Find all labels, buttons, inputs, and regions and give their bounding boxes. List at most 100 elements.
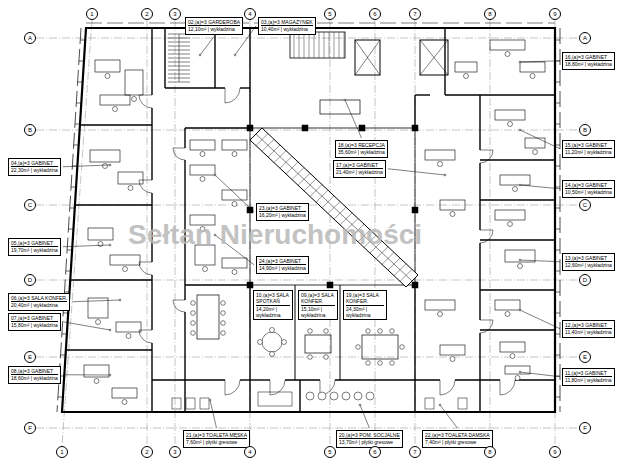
chair <box>366 329 371 334</box>
room-area: 20,40m² | wykładzina <box>11 301 67 308</box>
sink-symbol <box>354 392 362 400</box>
desk <box>190 165 215 175</box>
leader-line <box>63 322 110 330</box>
room-area: 15,10m² | wykładzina <box>301 305 335 319</box>
window-mullion <box>70 208 75 209</box>
grid-axis-label: F <box>583 425 587 431</box>
desk <box>505 250 535 262</box>
grid-axis-label: 5 <box>328 449 331 455</box>
elevator-shaft <box>355 40 380 75</box>
outer-wall <box>62 28 555 412</box>
grid-bubble: 1 <box>86 8 98 20</box>
chair <box>126 334 131 339</box>
desk <box>425 300 455 310</box>
room-area: 11,40m² | wykładzina <box>565 328 612 335</box>
leader-dot <box>519 129 521 131</box>
window-mullion <box>555 397 560 398</box>
window-mullion <box>555 334 560 335</box>
chair <box>378 329 383 334</box>
chair <box>438 312 443 317</box>
room-label: 10,(a)=3 SALA SPOTKAŃ14,20m² | wykładzin… <box>253 290 293 320</box>
grid-axis-label: 6 <box>373 449 376 455</box>
grid-axis-label: C <box>28 202 32 208</box>
chair <box>513 187 518 192</box>
room-label: 09,(a)=3 SALA KONFER.15,10m² | wykładzin… <box>298 290 338 320</box>
chair <box>438 162 443 167</box>
chair <box>464 74 469 79</box>
chair <box>221 331 226 336</box>
leader-dot <box>519 371 521 373</box>
partition-wall <box>414 285 415 412</box>
grid-bubble: B <box>24 124 36 136</box>
grid-line <box>62 20 92 446</box>
door-swing <box>480 320 493 333</box>
watermark: Sełtan Nieruchomości <box>128 220 422 251</box>
desk <box>90 150 120 162</box>
partition-wall <box>164 28 165 88</box>
grid-line <box>36 428 579 429</box>
partition-wall <box>151 343 152 412</box>
room-area: 24,30m² | wykładzina <box>346 305 384 319</box>
partition-wall <box>184 312 185 412</box>
elevator-shaft <box>420 40 448 75</box>
chair <box>518 264 523 269</box>
desk <box>222 140 247 150</box>
leader-dot <box>199 54 201 56</box>
room-area: 13,70m² | płytki gresowe <box>339 438 400 445</box>
chair <box>450 357 455 362</box>
stair-step <box>294 32 295 58</box>
room-label: 15,(a)=3 GABINET11,20m² | wykładzina <box>562 140 615 158</box>
grid-axis-label: D <box>583 277 587 283</box>
grid-axis-label: 3 <box>173 11 176 17</box>
desk <box>495 300 520 310</box>
sink-symbol <box>306 392 314 400</box>
window-line <box>57 28 81 412</box>
chair <box>221 301 226 306</box>
room-label: 21,(a)=3 TOALETA MĘSKA7,60m² | płytki gr… <box>183 430 250 448</box>
room-label: 19,(a)=3 SALA KONFER.24,30m² | wykładzin… <box>343 290 387 320</box>
door-swing <box>225 380 240 395</box>
grid-axis-label: F <box>28 425 32 431</box>
leader-dot <box>119 299 121 301</box>
room-area: 7,40m² | płytki gresowe <box>425 438 490 445</box>
partition-wall <box>340 285 341 380</box>
window-mullion <box>62 334 67 335</box>
chair <box>132 97 137 102</box>
leader-line <box>388 169 445 175</box>
leader-line <box>520 310 560 329</box>
leader-line <box>520 260 560 262</box>
window-mullion <box>555 355 560 356</box>
room-label: 22,(a)=3 TOALETA DAMSKA7,40m² | płytki g… <box>422 430 493 448</box>
partition-wall <box>414 95 415 128</box>
grid-bubble: 8 <box>484 8 496 20</box>
window-mullion <box>79 61 84 62</box>
grid-axis-label: 1 <box>90 11 93 17</box>
chair <box>270 328 275 333</box>
leader-dot <box>519 61 521 63</box>
grid-axis-label: E <box>583 354 587 360</box>
chair <box>203 267 208 272</box>
door-swing <box>173 300 185 312</box>
window-line <box>560 28 561 412</box>
desk <box>125 70 143 95</box>
grid-bubble: 3 <box>169 8 181 20</box>
grid-bubble: 8 <box>484 446 496 458</box>
room-label: 06,(a)=3 SALA KONFER.20,40m² | wykładzin… <box>8 293 70 311</box>
main-stair <box>250 128 418 287</box>
structural-column <box>302 125 308 131</box>
room-area: 18,80m² | wykładzina <box>565 60 612 67</box>
sink-symbol <box>342 392 350 400</box>
chair <box>515 376 520 381</box>
grid-axis-label: 7 <box>413 449 416 455</box>
grid-axis-label: 2 <box>145 449 148 455</box>
desk <box>222 258 247 268</box>
partition-wall <box>480 329 555 330</box>
grid-bubble: D <box>579 274 591 286</box>
room-label: 24,(a)=3 GABINET14,90m² | wykładzina <box>256 256 309 274</box>
room-name: 10,(a)=3 SALA SPOTKAŃ <box>256 292 290 305</box>
desk <box>222 190 247 200</box>
reception-desk <box>320 100 360 114</box>
room-label: 12,(a)=3 GABINET11,40m² | wykładzina <box>562 320 615 338</box>
desk <box>100 95 130 105</box>
